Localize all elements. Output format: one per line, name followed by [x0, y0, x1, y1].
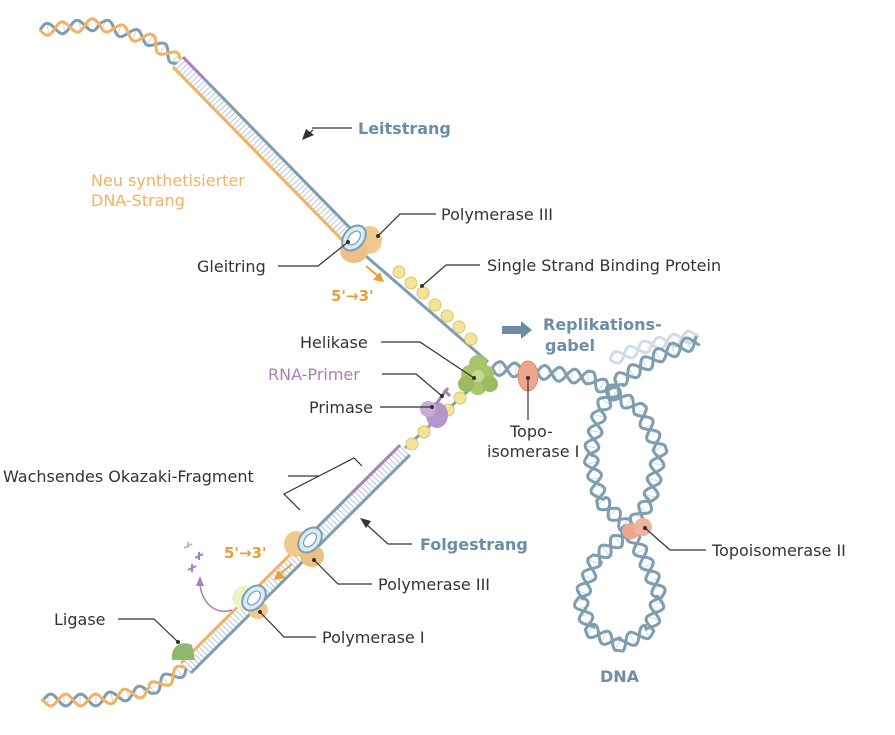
label-topoisomerase-i-2: isomerase I: [487, 442, 579, 461]
label-dna: DNA: [600, 667, 640, 686]
ssb-protein-icon: [452, 320, 466, 334]
label-neu-synthetisiert-1: Neu synthetisierter: [91, 171, 245, 190]
primer-removal-arrow-icon: [196, 576, 233, 613]
okazaki-bracket: [282, 457, 363, 511]
label-neu-synthetisiert-2: DNA-Strang: [91, 191, 185, 210]
lagging-strand-helix-tail: [40, 664, 188, 708]
leading-strand-helix-tail: [38, 17, 182, 65]
label-gleitring: Gleitring: [197, 257, 266, 276]
label-folgestrang: Folgestrang: [420, 535, 528, 554]
leading-strand-arm: [171, 56, 489, 364]
label-replikationsgabel-2: gabel: [545, 336, 595, 355]
gleitring-bottom-icon: [297, 526, 323, 554]
label-helikase: Helikase: [300, 333, 368, 352]
label-ligase: Ligase: [54, 610, 106, 629]
ssb-protein-icon: [453, 391, 467, 405]
label-primase: Primase: [309, 398, 373, 417]
primase-icon: [420, 401, 448, 428]
label-rna-primer: RNA-Primer: [268, 365, 360, 384]
topoisomerase-ii-icon: [622, 518, 652, 539]
label-leitstrang: Leitstrang: [358, 119, 451, 138]
ssb-protein-icon: [405, 437, 419, 451]
label-topoisomerase-i-1: Topo-: [509, 422, 553, 441]
label-topoisomerase-ii: Topoisomerase II: [711, 541, 846, 560]
removed-primer-icon: [183, 542, 204, 572]
ssb-protein-icon: [392, 265, 406, 279]
ligase-icon: [171, 643, 195, 660]
ssb-protein-icon: [417, 425, 431, 439]
label-direction-top: 5'→3': [331, 287, 374, 305]
helikase-icon: [458, 355, 498, 395]
label-okazaki-fragment: Wachsendes Okazaki-Fragment: [3, 467, 254, 486]
label-polymerase-iii-bottom: Polymerase III: [378, 575, 490, 594]
ssb-protein-icon: [428, 298, 442, 312]
label-replikationsgabel-1: Replikations-: [543, 315, 662, 334]
gleitring-top-icon: [341, 224, 367, 252]
direction-arrow-bottom-icon: [274, 563, 293, 580]
leader-lines: [118, 127, 706, 644]
ssb-protein-icon: [404, 276, 418, 290]
ssb-protein-icon: [464, 332, 478, 346]
label-direction-bottom: 5'→3': [224, 544, 267, 562]
fork-direction-arrow-icon: [502, 321, 532, 339]
label-polymerase-i: Polymerase I: [322, 628, 425, 647]
parental-dna-helix: [490, 335, 701, 653]
ssb-protein-icon: [416, 286, 430, 300]
ssb-proteins: [392, 265, 478, 451]
direction-arrow-top-icon: [365, 265, 384, 282]
label-ssb: Single Strand Binding Protein: [487, 256, 721, 275]
gleitring-polymerase-i-icon: [241, 584, 267, 612]
label-polymerase-iii-top: Polymerase III: [441, 205, 553, 224]
ssb-protein-icon: [440, 309, 454, 323]
